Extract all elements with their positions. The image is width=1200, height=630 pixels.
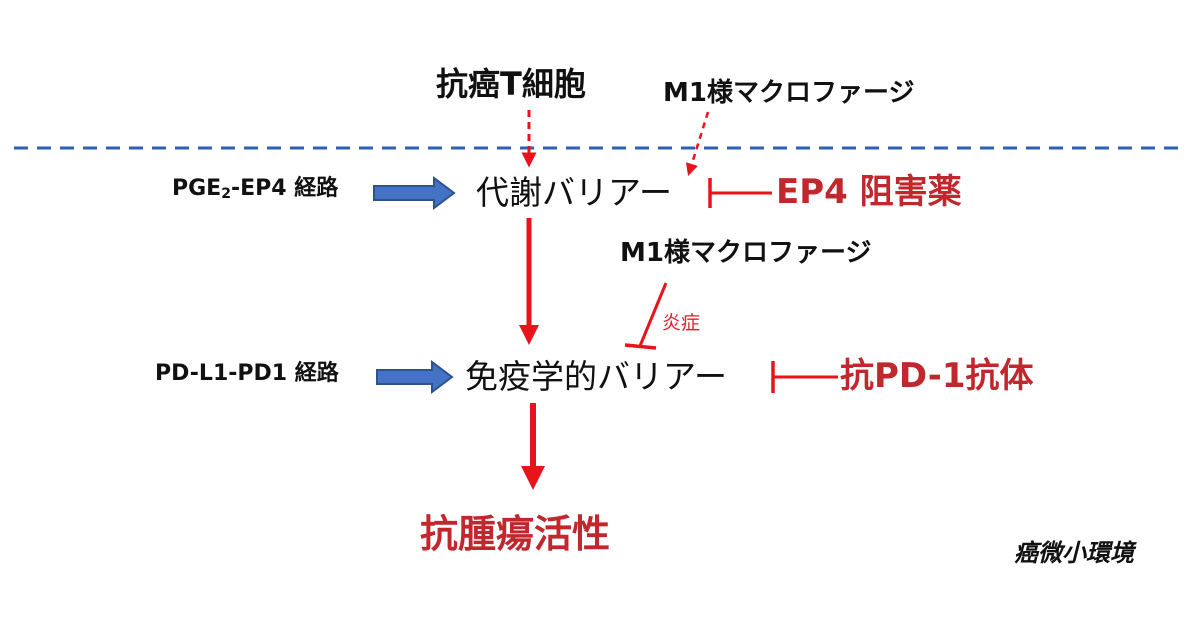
metabolic-barrier-label: 代謝バリアー <box>476 173 673 212</box>
antipd1-inhibition-bar <box>771 361 838 393</box>
pge2-prefix: PGE <box>172 176 222 201</box>
m1-macrophage-top-label: M1様マクロファージ <box>663 78 915 108</box>
ep4-inhibition-bar <box>708 178 772 208</box>
anti-cancer-t-cell-label: 抗癌T細胞 <box>436 65 586 103</box>
inflammation-inhibition <box>624 282 668 350</box>
ep4-inhibitor-label: EP4 阻害薬 <box>776 172 962 212</box>
pge2-suffix: -EP4 経路 <box>230 176 339 201</box>
pge2-ep4-block-arrow <box>373 176 456 210</box>
anti-tumor-activity-label: 抗腫瘍活性 <box>420 512 611 556</box>
pge2-ep4-pathway-label: PGE2-EP4 経路 <box>172 176 339 202</box>
pdl1-pd1-block-arrow <box>376 360 454 394</box>
pge2-subscript: 2 <box>221 186 231 202</box>
anti-pd1-antibody-label: 抗PD-1抗体 <box>840 356 1034 396</box>
tumor-microenvironment-label: 癌微小環境 <box>1014 539 1134 567</box>
pdl1-pd1-pathway-label: PD-L1-PD1 経路 <box>155 361 339 386</box>
inflammation-label: 炎症 <box>662 312 701 334</box>
m1-top-dashed-arrow <box>685 111 710 176</box>
m1-macrophage-mid-label: M1様マクロファージ <box>620 238 872 268</box>
immune-barrier-label: 免疫学的バリアー <box>465 357 728 396</box>
